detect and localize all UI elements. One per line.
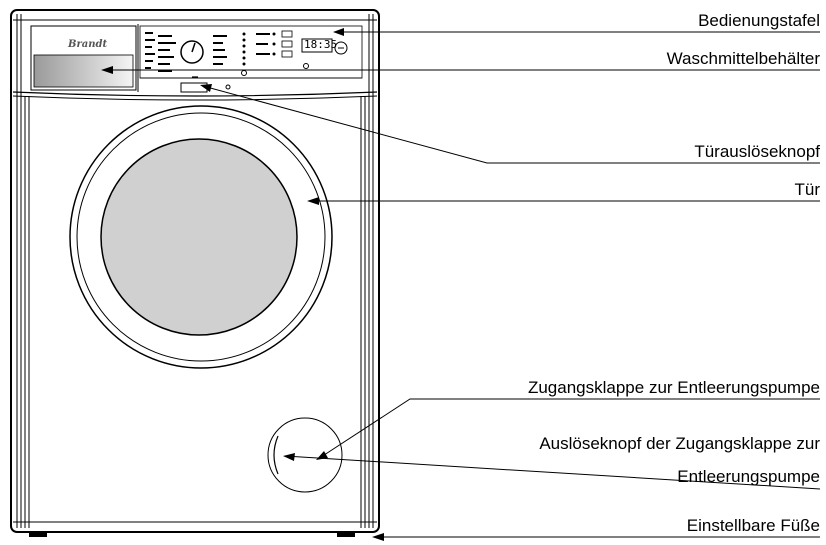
label-feet: Einstellbare Füße xyxy=(686,516,820,535)
door-glass xyxy=(100,138,298,336)
label-door-release: Türauslöseknopf xyxy=(694,142,820,161)
leader-arrowheads xyxy=(101,28,384,541)
door[interactable] xyxy=(69,105,333,369)
pump-access-flap[interactable] xyxy=(267,417,343,493)
leader-lines xyxy=(104,31,821,538)
label-detergent-drawer: Waschmittelbehälter xyxy=(666,49,820,68)
label-flap-release-line2: Entleerungspumpe xyxy=(677,467,820,486)
panel-knob[interactable] xyxy=(303,63,309,69)
display-time: 18:35 xyxy=(304,38,338,51)
detergent-drawer xyxy=(30,24,139,92)
time-display xyxy=(301,38,333,53)
control-panel xyxy=(139,25,363,90)
label-flap-release-line1: Auslöseknopf der Zugangsklappe zur xyxy=(539,434,820,453)
label-control-panel: Bedienungstafel xyxy=(698,11,820,30)
option-button[interactable] xyxy=(281,30,293,38)
option-button[interactable] xyxy=(281,50,293,58)
panel-knob[interactable] xyxy=(225,84,231,90)
door-release-button[interactable] xyxy=(180,82,208,93)
foot-left xyxy=(29,531,47,537)
option-button[interactable] xyxy=(281,40,293,48)
foot-right xyxy=(337,531,355,537)
brand-logo: Brandt xyxy=(68,39,108,50)
label-door: Tür xyxy=(794,180,821,199)
label-pump-flap: Zugangsklappe zur Entleerungspumpe xyxy=(527,378,820,397)
